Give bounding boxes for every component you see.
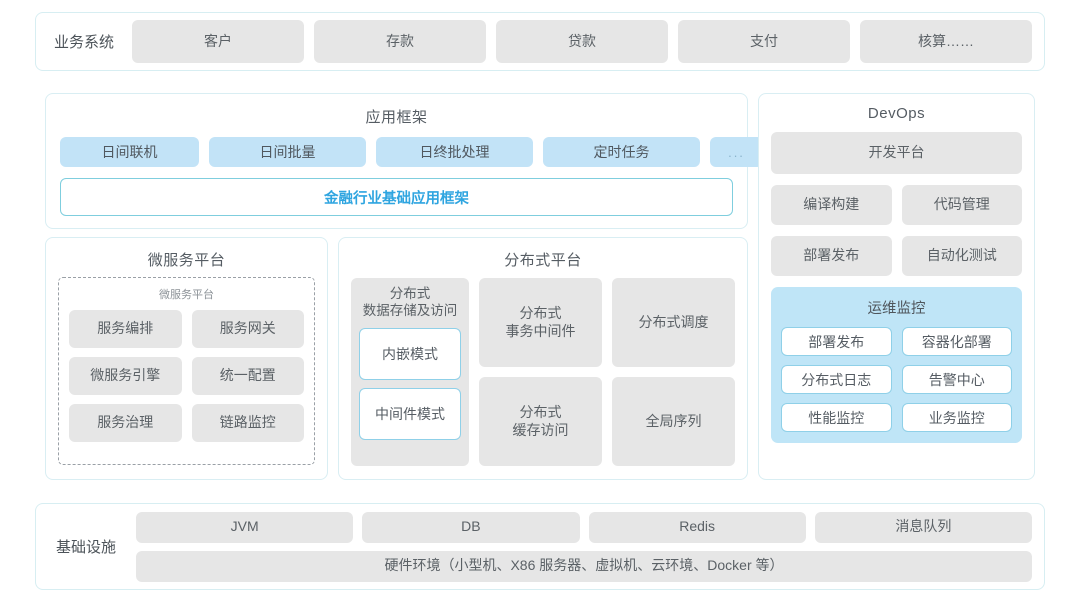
distributed-storage-label: 分布式 数据存储及访问 bbox=[359, 286, 461, 320]
ops-monitoring-title: 运维监控 bbox=[867, 301, 926, 317]
distributed-platform-title: 分布式平台 bbox=[504, 252, 582, 269]
microservice-item[interactable]: 服务网关 bbox=[191, 310, 304, 348]
infrastructure-label: 基础设施 bbox=[55, 539, 116, 556]
distributed-cell-line2: 事务中间件 bbox=[505, 322, 576, 339]
devops-item[interactable]: 部署发布 bbox=[771, 236, 892, 276]
devops-panel: DevOps 开发平台 编译构建 代码管理 部署发布 自动化测试 运维监控 部署… bbox=[758, 93, 1035, 480]
business-system-item[interactable]: 客户 bbox=[132, 20, 304, 63]
app-framework-title: 应用框架 bbox=[365, 109, 428, 126]
infrastructure-row: 基础设施 JVM DB Redis 消息队列 硬件环境（小型机、X86 服务器、… bbox=[35, 503, 1045, 590]
devops-row-1: 编译构建 代码管理 bbox=[771, 185, 1022, 225]
distributed-storage-label-line2: 数据存储及访问 bbox=[362, 302, 458, 318]
distributed-cell[interactable]: 分布式 事务中间件 bbox=[479, 278, 602, 367]
devops-item[interactable]: 自动化测试 bbox=[901, 236, 1022, 276]
distributed-cell-line2: 缓存访问 bbox=[512, 421, 569, 438]
app-framework-item[interactable]: 日间批量 bbox=[209, 137, 366, 167]
app-framework-items: 日间联机 日间批量 日终批处理 定时任务 ... bbox=[60, 137, 763, 167]
ops-monitoring-item[interactable]: 容器化部署 bbox=[901, 327, 1012, 356]
business-systems-items: 客户 存款 贷款 支付 核算…… bbox=[132, 20, 1044, 63]
ops-monitoring-box: 运维监控 部署发布 容器化部署 分布式日志 告警中心 性能监控 业务监控 bbox=[771, 287, 1022, 443]
hardware-environment-item[interactable]: 硬件环境（小型机、X86 服务器、虚拟机、云环境、Docker 等） bbox=[136, 550, 1032, 582]
distributed-cell[interactable]: 全局序列 bbox=[612, 377, 735, 466]
infrastructure-item[interactable]: Redis bbox=[588, 511, 806, 543]
ops-monitoring-item[interactable]: 部署发布 bbox=[781, 327, 892, 356]
distributed-cell[interactable]: 分布式调度 bbox=[612, 278, 735, 367]
infrastructure-item[interactable]: DB bbox=[362, 511, 580, 543]
distributed-platform-panel: 分布式平台 分布式 数据存储及访问 内嵌模式 中间件模式 分布式 事务中间件 bbox=[338, 237, 748, 480]
distributed-cell-line1: 分布式 bbox=[519, 305, 562, 322]
business-system-item[interactable]: 存款 bbox=[314, 20, 486, 63]
distributed-storage-group: 分布式 数据存储及访问 内嵌模式 中间件模式 bbox=[351, 278, 469, 466]
distributed-cell-line1: 分布式调度 bbox=[638, 313, 709, 330]
microservice-item[interactable]: 链路监控 bbox=[191, 404, 304, 442]
microservice-platform-title: 微服务平台 bbox=[147, 252, 226, 269]
distributed-cell-line1: 分布式 bbox=[519, 404, 562, 421]
ops-monitoring-item[interactable]: 分布式日志 bbox=[781, 365, 892, 394]
base-framework-banner[interactable]: 金融行业基础应用框架 bbox=[60, 178, 733, 216]
ops-monitoring-item[interactable]: 告警中心 bbox=[901, 365, 1012, 394]
ops-monitoring-items: 部署发布 容器化部署 分布式日志 告警中心 性能监控 业务监控 bbox=[781, 327, 1012, 432]
app-framework-panel: 应用框架 日间联机 日间批量 日终批处理 定时任务 ... 金融行业基础应用框架 bbox=[45, 93, 763, 229]
distributed-storage-label-line1: 分布式 bbox=[389, 286, 431, 301]
devops-platform-item[interactable]: 开发平台 bbox=[771, 132, 1022, 174]
devops-item[interactable]: 代码管理 bbox=[901, 185, 1022, 225]
app-framework-more-icon[interactable]: ... bbox=[710, 137, 763, 167]
microservice-item[interactable]: 服务治理 bbox=[69, 404, 182, 442]
infrastructure-items: JVM DB Redis 消息队列 bbox=[136, 511, 1032, 543]
distributed-storage-mode[interactable]: 内嵌模式 bbox=[359, 327, 461, 380]
microservice-platform-panel: 微服务平台 微服务平台 服务编排 服务网关 微服务引擎 统一配置 服务治理 链路… bbox=[45, 237, 328, 480]
distributed-storage-mode[interactable]: 中间件模式 bbox=[359, 387, 461, 440]
business-systems-row: 业务系统 客户 存款 贷款 支付 核算…… bbox=[35, 12, 1045, 71]
devops-title: DevOps bbox=[867, 105, 926, 122]
ops-monitoring-item[interactable]: 业务监控 bbox=[901, 403, 1012, 432]
business-system-item[interactable]: 支付 bbox=[678, 20, 850, 63]
infrastructure-stack: JVM DB Redis 消息队列 硬件环境（小型机、X86 服务器、虚拟机、云… bbox=[136, 511, 1044, 582]
devops-row-2: 部署发布 自动化测试 bbox=[771, 236, 1022, 276]
app-framework-item[interactable]: 日间联机 bbox=[60, 137, 199, 167]
distributed-cell[interactable]: 分布式 缓存访问 bbox=[479, 377, 602, 466]
microservice-item[interactable]: 微服务引擎 bbox=[69, 357, 182, 395]
platform-area: 应用框架 日间联机 日间批量 日终批处理 定时任务 ... 金融行业基础应用框架… bbox=[35, 85, 1045, 489]
microservice-inner-box: 微服务平台 服务编排 服务网关 微服务引擎 统一配置 服务治理 链路监控 bbox=[58, 277, 315, 465]
devops-item[interactable]: 编译构建 bbox=[771, 185, 892, 225]
business-system-item[interactable]: 核算…… bbox=[860, 20, 1032, 63]
distributed-cell-line1: 全局序列 bbox=[645, 412, 702, 429]
distributed-body: 分布式 数据存储及访问 内嵌模式 中间件模式 分布式 事务中间件 bbox=[351, 278, 735, 466]
infrastructure-item[interactable]: 消息队列 bbox=[814, 511, 1032, 543]
microservice-inner-title: 微服务平台 bbox=[159, 289, 214, 301]
microservice-items: 服务编排 服务网关 微服务引擎 统一配置 服务治理 链路监控 bbox=[69, 310, 304, 442]
distributed-cells: 分布式 事务中间件 分布式调度 分布式 缓存访问 bbox=[479, 278, 735, 466]
ops-monitoring-item[interactable]: 性能监控 bbox=[781, 403, 892, 432]
infrastructure-item[interactable]: JVM bbox=[136, 511, 354, 543]
microservice-item[interactable]: 统一配置 bbox=[191, 357, 304, 395]
app-framework-item[interactable]: 日终批处理 bbox=[376, 137, 533, 167]
business-system-item[interactable]: 贷款 bbox=[496, 20, 668, 63]
microservice-item[interactable]: 服务编排 bbox=[69, 310, 182, 348]
app-framework-item[interactable]: 定时任务 bbox=[543, 137, 700, 167]
business-systems-label: 业务系统 bbox=[53, 34, 114, 51]
